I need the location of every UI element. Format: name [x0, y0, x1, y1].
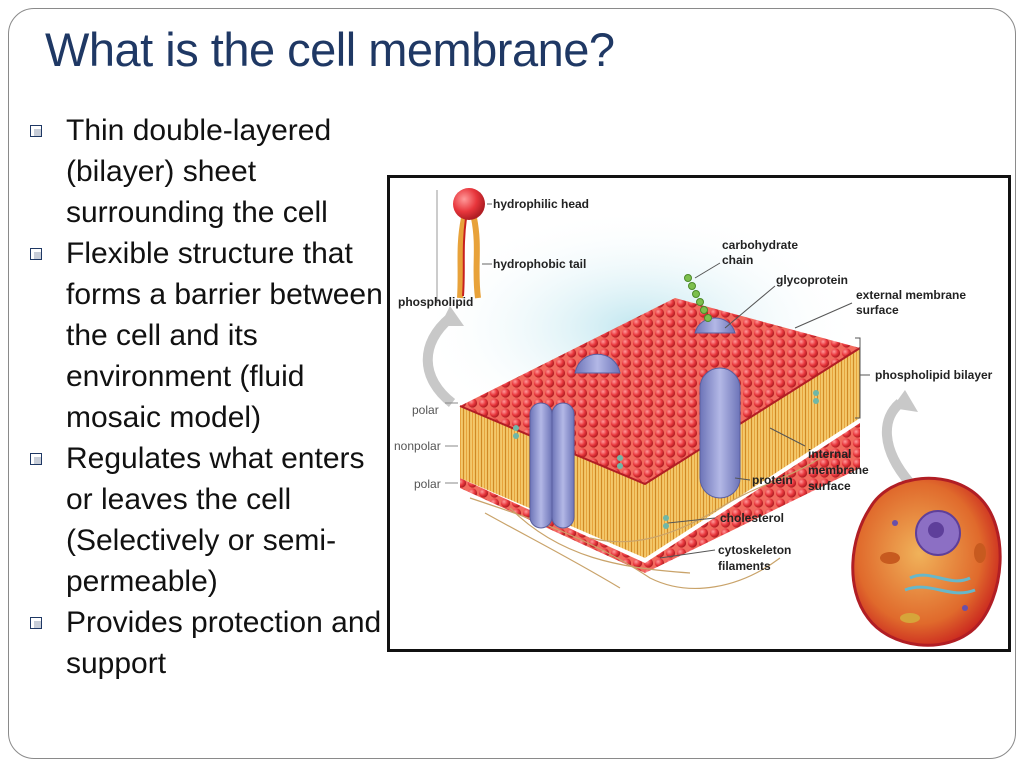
bullet-item: Regulates what enters or leaves the cell… [30, 438, 390, 602]
animal-cell-illustration [851, 476, 1002, 647]
arrow-head-icon [440, 306, 464, 326]
glycoprotein-shape [694, 317, 736, 334]
square-bullet-icon [30, 125, 42, 137]
cell-membrane-diagram: hydrophilic head hydrophobic tail phosph… [387, 175, 1011, 652]
label-hydrophobic-tail: hydrophobic tail [493, 257, 586, 271]
label-phospholipid: phospholipid [398, 295, 473, 309]
label-polar-top: polar [412, 403, 439, 417]
square-bullet-icon [30, 617, 42, 629]
bullet-item: Provides protection and support [30, 602, 390, 684]
slide-title: What is the cell membrane? [45, 23, 615, 76]
label-cholesterol: cholesterol [720, 511, 784, 525]
bullet-item: Thin double-layered (bilayer) sheet surr… [30, 110, 390, 233]
label-cytoskeleton: cytoskeleton [718, 543, 791, 557]
arrow-head-icon [892, 390, 918, 412]
label-phospholipid-bilayer: phospholipid bilayer [875, 368, 993, 382]
cytoskeleton-filaments [469, 457, 821, 589]
label-chain: chain [722, 253, 753, 267]
arrow-to-phospholipid [422, 314, 456, 407]
bullet-text: Flexible structure that forms a barrier … [66, 237, 383, 434]
layer-brackets [445, 402, 458, 484]
bullet-text: Regulates what enters or leaves the cell… [66, 442, 365, 598]
arrow-to-bilayer [882, 399, 914, 487]
label-protein: protein [752, 473, 793, 487]
label-filaments: filaments [718, 559, 771, 573]
membrane-illustration: hydrophilic head hydrophobic tail phosph… [394, 188, 1002, 647]
label-surface: surface [808, 479, 851, 493]
bullet-list: Thin double-layered (bilayer) sheet surr… [30, 110, 390, 684]
label-glycoprotein: glycoprotein [776, 273, 848, 287]
label-carbohydrate: carbohydrate [722, 238, 798, 252]
square-bullet-icon [30, 453, 42, 465]
transmembrane-protein-right [699, 367, 741, 499]
label-polar-bottom: polar [414, 477, 441, 491]
transmembrane-protein-left [529, 402, 575, 529]
peripheral-protein [574, 353, 621, 374]
bullet-text: Provides protection and support [66, 606, 382, 680]
label-external-surface: surface [856, 303, 899, 317]
label-membrane: membrane [808, 463, 869, 477]
cholesterol-marks [513, 390, 819, 529]
leader-lines [659, 262, 870, 559]
square-bullet-icon [30, 248, 42, 260]
label-hydrophilic-head: hydrophilic head [493, 197, 589, 211]
label-nonpolar: nonpolar [394, 439, 441, 453]
bullet-item: Flexible structure that forms a barrier … [30, 233, 390, 438]
label-internal: internal [808, 447, 851, 461]
carbohydrate-chain-shape [684, 274, 712, 322]
bullet-text: Thin double-layered (bilayer) sheet surr… [66, 114, 332, 229]
phospholipid-inset [436, 188, 492, 303]
label-external-membrane: external membrane [856, 288, 966, 302]
